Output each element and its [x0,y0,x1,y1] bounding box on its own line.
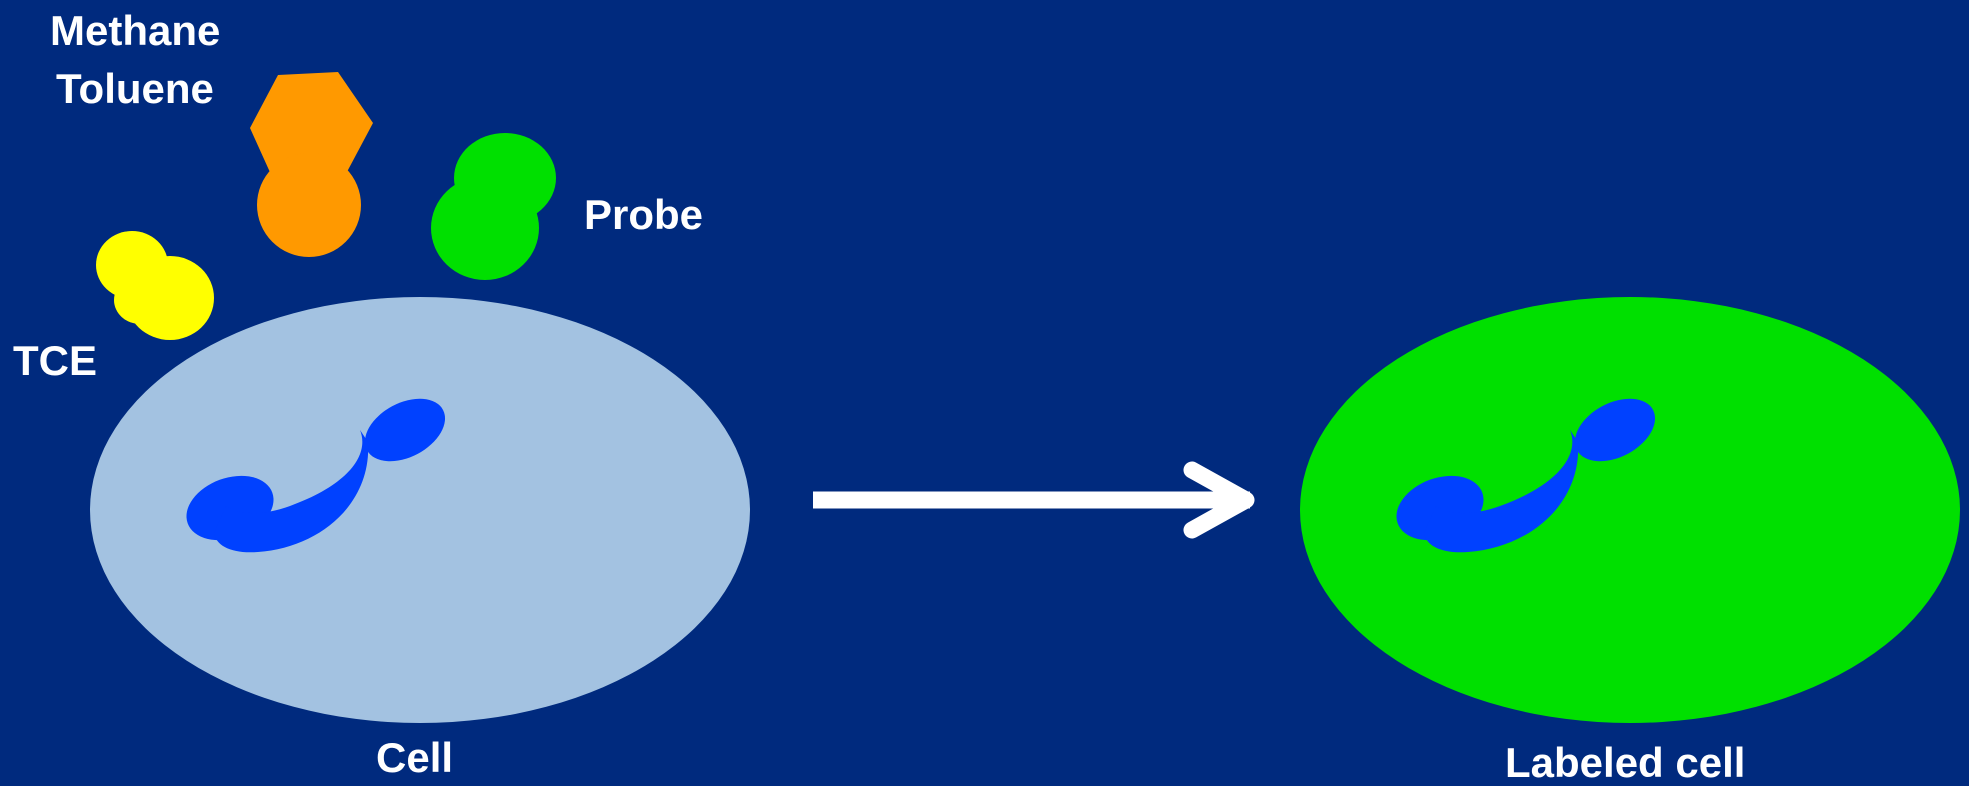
enzyme-shape [186,398,446,553]
arrow [813,461,1255,539]
labeled-cell-body [1300,297,1960,723]
labeled-cell-label: Labeled cell [1505,739,1746,786]
cell-label: Cell [376,734,454,781]
probe-label: Probe [584,191,704,238]
tce-molecule [96,231,214,340]
probe-molecule [431,133,556,280]
labeled-enzyme-shape [1396,398,1656,553]
methane-label: Methane [50,7,221,54]
tce-label: TCE [13,337,97,384]
cell-body [90,297,750,723]
toluene-label: Toluene [56,65,214,112]
methane-toluene-molecule [250,72,373,257]
